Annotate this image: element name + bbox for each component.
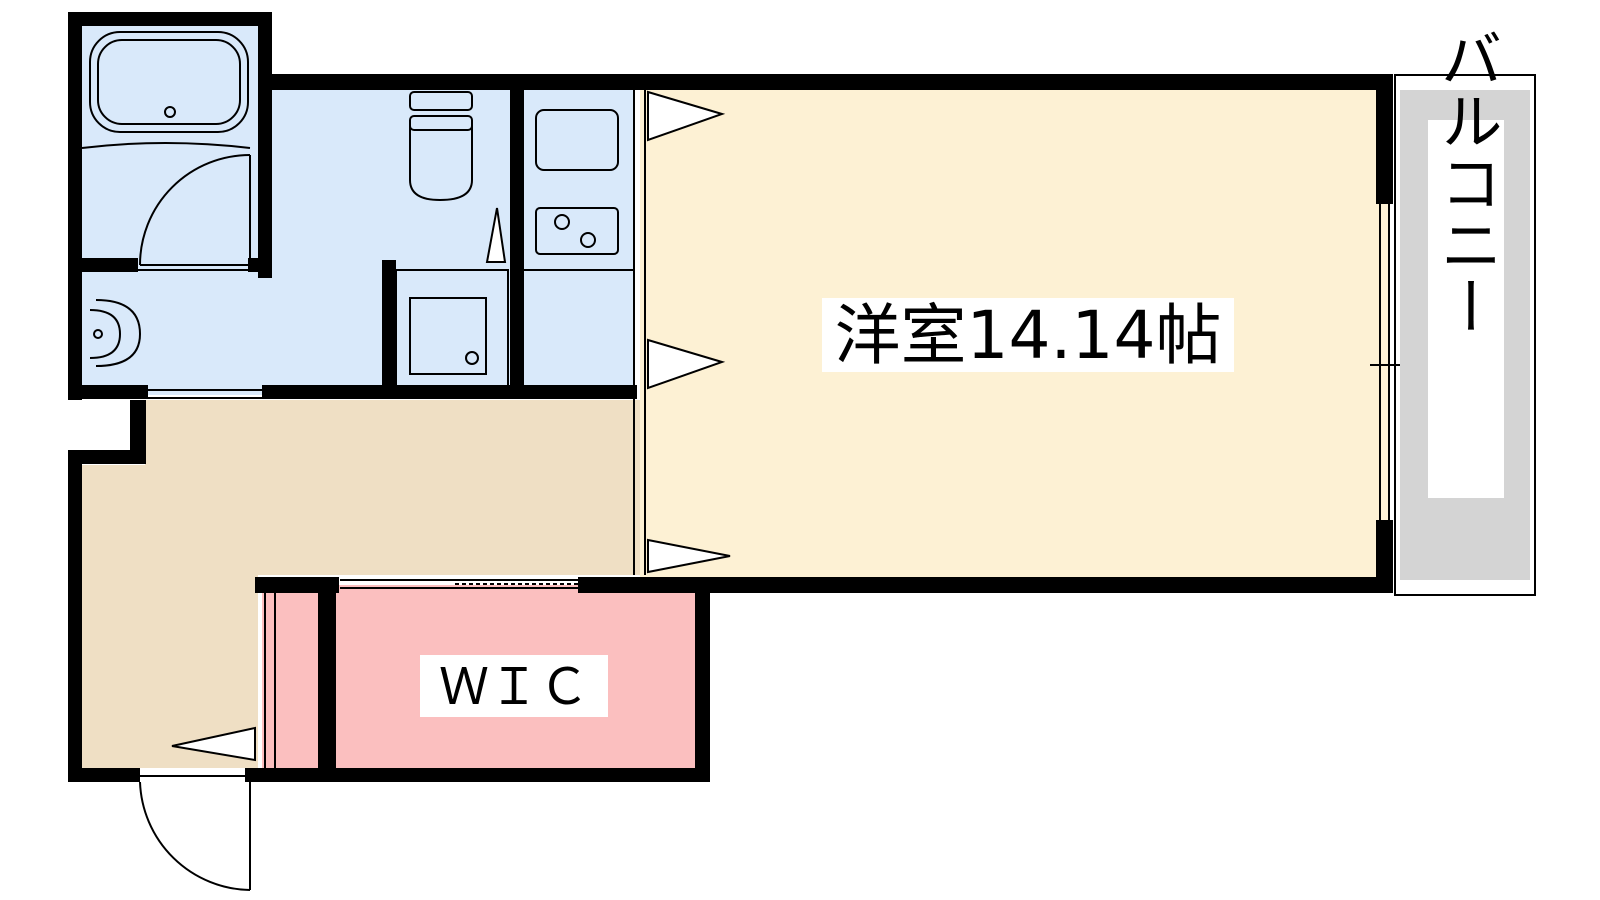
western-room-label-bg xyxy=(822,298,1234,372)
balcony-rail xyxy=(1394,74,1536,596)
washroom-area xyxy=(80,280,390,395)
balcony-label-bg xyxy=(1428,120,1504,498)
entrance-door-swing xyxy=(139,781,251,891)
washer-pan xyxy=(395,269,509,391)
toilet-tank xyxy=(409,91,473,111)
wic-label-bg xyxy=(420,655,608,717)
hall-door xyxy=(171,726,256,762)
bath-door-swing xyxy=(139,154,251,266)
toilet-area xyxy=(265,85,515,285)
laundry-area xyxy=(390,265,515,395)
laundry-door xyxy=(485,207,507,263)
bath-area xyxy=(80,25,265,280)
kitchen-area xyxy=(522,90,634,395)
washbasin xyxy=(95,299,142,367)
doors xyxy=(138,90,731,891)
entrance-hall-area xyxy=(80,400,640,768)
walls xyxy=(68,12,1393,782)
sink xyxy=(535,109,619,171)
window-lines xyxy=(148,90,1400,768)
wic-label: ＷＩＣ xyxy=(439,658,589,716)
sliding-door-1 xyxy=(647,90,726,142)
balcony-label: バルコニー xyxy=(1430,27,1503,337)
stove xyxy=(535,207,619,255)
sliding-door-3 xyxy=(647,538,731,574)
sliding-door-2 xyxy=(647,338,726,390)
bathtub xyxy=(89,31,249,133)
fixtures xyxy=(81,31,634,391)
western-room-label: 洋室14.14帖 xyxy=(835,297,1222,374)
toilet-bowl xyxy=(409,122,473,202)
